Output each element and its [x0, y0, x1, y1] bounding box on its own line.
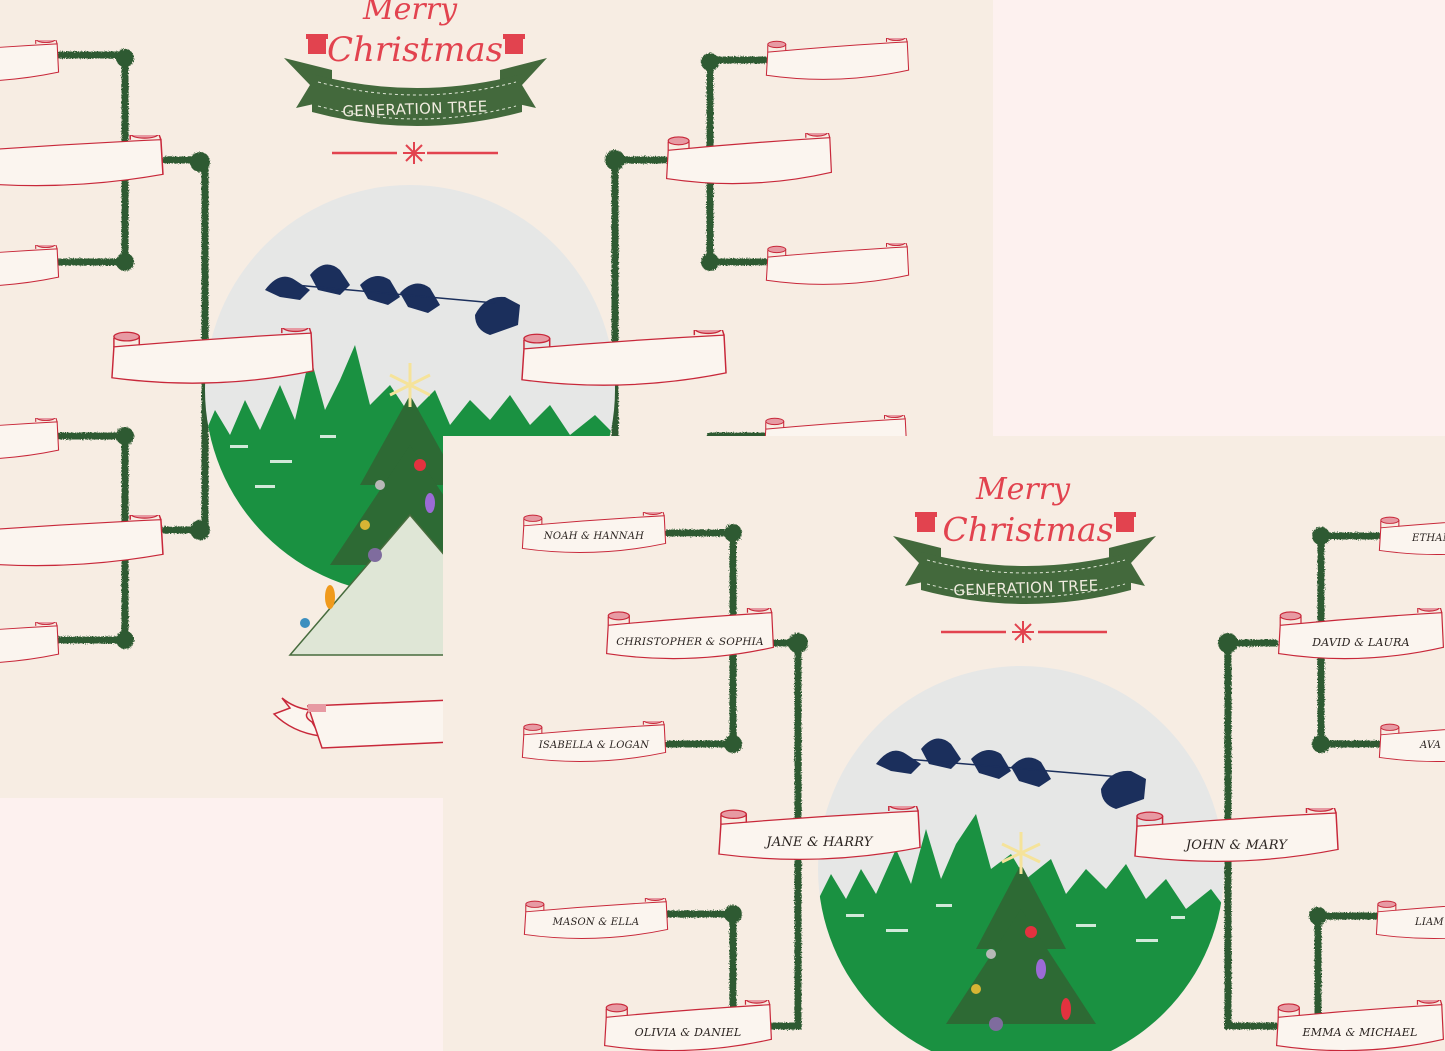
name-scroll-empty[interactable] [110, 328, 315, 388]
name-scroll-jane-harry[interactable]: JANE & HARRY [717, 806, 922, 864]
name-scroll-empty[interactable] [520, 330, 728, 390]
couple-name: LIAM [1415, 917, 1444, 928]
couple-name: MASON & ELLA [552, 917, 640, 928]
gift-icon [503, 34, 525, 54]
name-scroll-ethan[interactable]: ETHAN [1378, 514, 1445, 558]
filled-tree-page: Merry Christmas GENERATION TREE NOAH & H… [443, 436, 1445, 1051]
couple-name: EMMA & MICHAEL [1302, 1026, 1418, 1039]
name-scroll-mason-ella[interactable]: MASON & ELLA [523, 898, 669, 942]
name-scroll-empty[interactable] [0, 418, 60, 463]
christmas-tree-icon [946, 864, 1096, 1031]
name-scroll-emma-michael[interactable]: EMMA & MICHAEL [1275, 1000, 1445, 1051]
couple-name: ETHAN [1412, 533, 1445, 544]
title-ribbon [893, 512, 1156, 643]
name-scroll-ava[interactable]: AVA [1378, 721, 1445, 765]
snow-globe-illustration [818, 666, 1224, 1051]
name-scroll-empty[interactable] [0, 515, 165, 570]
branch-connectors [664, 524, 1382, 1030]
title-christmas: Christmas [942, 510, 1114, 549]
couple-name: JOHN & MARY [1185, 838, 1288, 853]
couple-name: JANE & HARRY [766, 835, 873, 850]
gift-icon [1114, 512, 1136, 532]
name-scroll-empty[interactable] [0, 245, 60, 290]
title-merry: Merry [362, 0, 458, 27]
couple-name: CHRISTOPHER & SOPHIA [616, 636, 764, 648]
reindeer-sleigh-icon [876, 738, 1146, 809]
name-scroll-david-laura[interactable]: DAVID & LAURA [1277, 608, 1445, 663]
couple-name: NOAH & HANNAH [543, 531, 645, 542]
name-scroll-empty[interactable] [665, 133, 833, 188]
name-scroll-isabella-logan[interactable]: ISABELLA & LOGAN [521, 721, 667, 765]
name-scroll-noah-hannah[interactable]: NOAH & HANNAH [521, 512, 667, 556]
couple-name: OLIVIA & DANIEL [634, 1026, 742, 1039]
gift-icon [915, 512, 937, 532]
title-ribbon [284, 34, 547, 164]
couple-name: ISABELLA & LOGAN [538, 740, 650, 751]
name-scroll-empty[interactable] [765, 243, 910, 288]
name-scroll-empty[interactable] [0, 135, 165, 190]
snowflake-icon [403, 142, 425, 164]
couple-name: DAVID & LAURA [1312, 636, 1410, 649]
name-scroll-john-mary[interactable]: JOHN & MARY [1133, 808, 1340, 866]
title-christmas: Christmas [326, 30, 504, 70]
bottom-banner-empty[interactable] [272, 696, 452, 756]
title-merry: Merry [975, 472, 1071, 507]
name-scroll-christopher-sophia[interactable]: CHRISTOPHER & SOPHIA [605, 608, 775, 663]
name-scroll-empty[interactable] [0, 40, 60, 85]
star-icon [389, 363, 431, 407]
name-scroll-empty[interactable] [765, 38, 910, 83]
star-icon [1001, 832, 1041, 874]
name-scroll-olivia-daniel[interactable]: OLIVIA & DANIEL [603, 1000, 773, 1051]
name-scroll-empty[interactable] [0, 622, 60, 667]
gift-icon [306, 34, 328, 54]
reindeer-sleigh-icon [265, 264, 520, 335]
name-scroll-liam[interactable]: LIAM [1375, 898, 1445, 942]
snowflake-icon [1012, 621, 1034, 643]
couple-name: AVA [1420, 740, 1442, 751]
